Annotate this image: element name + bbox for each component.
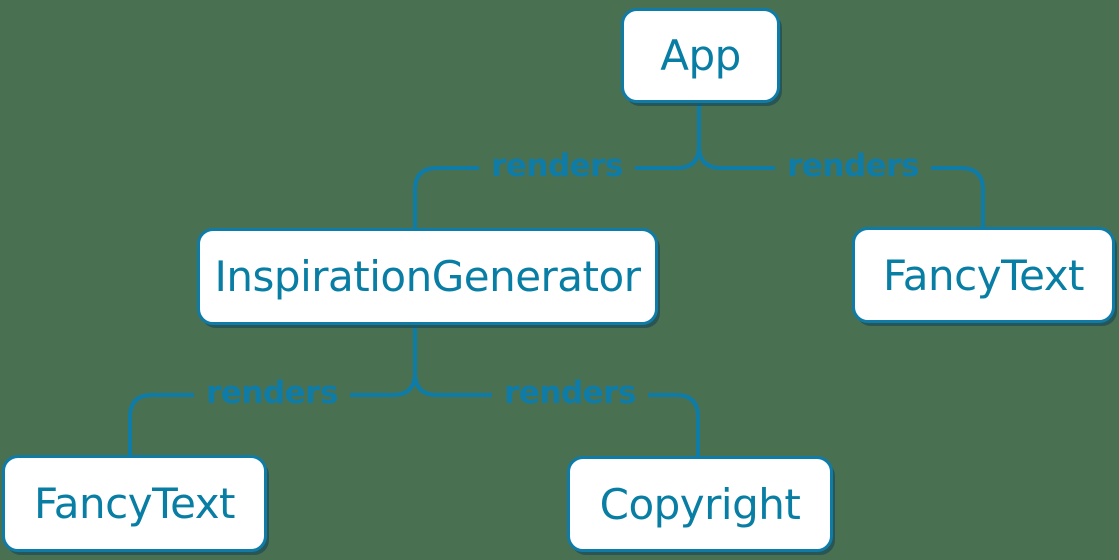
node-label: FancyText bbox=[882, 250, 1085, 300]
edge-label-renders: renders bbox=[194, 375, 350, 412]
node-app: App bbox=[621, 8, 780, 103]
node-copyright: Copyright bbox=[567, 456, 833, 552]
node-fancy-text-bottom: FancyText bbox=[2, 455, 267, 552]
node-label: Copyright bbox=[599, 479, 801, 529]
edge-label-renders: renders bbox=[479, 148, 635, 185]
node-label: InspirationGenerator bbox=[214, 252, 641, 301]
node-fancy-text-top: FancyText bbox=[852, 227, 1115, 323]
edge-label-renders: renders bbox=[492, 375, 648, 412]
node-label: App bbox=[660, 31, 741, 80]
edge-label-renders: renders bbox=[775, 148, 931, 185]
node-inspiration-generator: InspirationGenerator bbox=[197, 228, 658, 325]
node-label: FancyText bbox=[33, 479, 236, 528]
